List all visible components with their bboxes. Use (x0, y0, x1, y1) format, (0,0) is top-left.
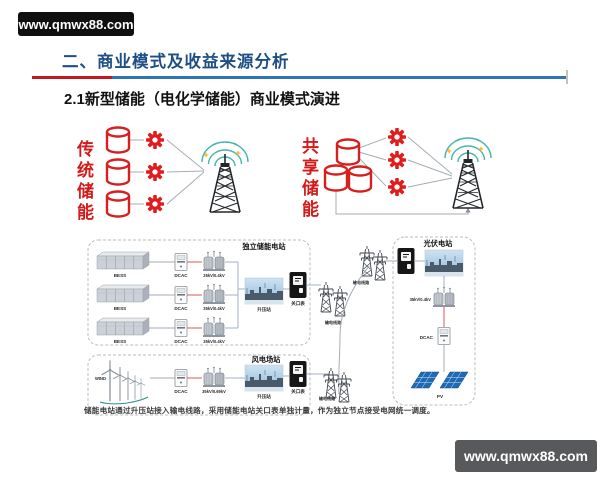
underline-red-segment (32, 76, 112, 79)
dcac-cabinet-icon (174, 369, 188, 387)
wind-station-box (87, 354, 311, 416)
grid-line-label: 输电线路 (325, 319, 342, 325)
pv-array-icon (439, 371, 469, 389)
transmission-tower-icon (372, 249, 388, 281)
meter-label: 关口表 (291, 300, 305, 307)
bess-rack-icon (96, 284, 150, 303)
grid-line-label: 输电线路 (353, 279, 370, 285)
wind-station-title: 风电场站 (252, 355, 282, 364)
transformer-icon (432, 286, 456, 308)
connector-lines (130, 139, 205, 205)
gateway-meter-icon (289, 271, 307, 299)
battery-cylinder-icon (335, 138, 361, 166)
dcac-label: DCAC (174, 339, 188, 344)
pv-station-title: 光伏电站 (423, 239, 454, 248)
bess-label: BESS (114, 339, 127, 344)
bess-rack-icon (96, 317, 150, 336)
dcac-label: DCAC (174, 306, 188, 311)
telecom-tower-icon (209, 153, 241, 213)
bus-lines (225, 261, 321, 329)
dcac-cabinet-icon (174, 319, 188, 337)
diagram-caption: 储能电站通过升压站接入输电线路，采用储能电站关口表单独计量，作为独立节点接受电网… (84, 406, 435, 415)
transformer-label: 35kV/0.4kV (203, 339, 225, 344)
transmission-tower-icon (323, 367, 339, 399)
grid-curve (338, 265, 370, 395)
gateway-meter-icon (289, 360, 307, 388)
dcac-label: DCAC (174, 389, 188, 394)
substation-photo (424, 249, 464, 277)
shared-storage-label: 共享储能 (299, 137, 318, 221)
section-subtitle: 2.1新型储能（电化学储能）商业模式演进 (64, 91, 340, 108)
dcac-cabinet-icon (174, 253, 188, 271)
dcac-label: DCAC (174, 273, 188, 278)
transformer-label: 35kV/0.4kV (203, 273, 225, 278)
grid-line-label: 输电线路 (319, 395, 336, 401)
transformer-icon (202, 366, 226, 388)
pv-label: PV (437, 394, 444, 399)
battery-cylinder-icon (105, 158, 131, 186)
transformer-icon (202, 250, 226, 272)
transformer-icon (202, 283, 226, 305)
battery-cylinder-icon (347, 165, 373, 193)
underline-end-tick (566, 70, 568, 84)
storage-station-title: 独立储能电站 (241, 242, 286, 251)
transformer-label: 35kV/0.4kV (203, 306, 225, 311)
page-title: 二、商业模式及收益来源分析 (62, 53, 290, 71)
dcac-label: DCAC (420, 335, 434, 340)
storage-station-box (87, 239, 311, 346)
meter-label: 关口表 (291, 388, 305, 395)
dcac-inverter-icon (437, 327, 451, 345)
substation-photo (244, 277, 284, 305)
battery-cylinder-icon (105, 190, 131, 218)
wind-turbines-icon (99, 359, 149, 405)
telecom-tower-icon (452, 149, 484, 209)
pv-array-icon (410, 371, 440, 389)
substation-photo (244, 364, 284, 392)
watermark-bottom: www.qmwx88.com (455, 440, 597, 472)
watermark-top-text: www.qmwx88.com (18, 16, 134, 32)
watermark-bottom-text: www.qmwx88.com (464, 448, 588, 464)
battery-cylinder-icon (323, 164, 349, 192)
transmission-tower-icon (318, 281, 334, 313)
dcac-cabinet-icon (174, 286, 188, 304)
transformer-label: 35kV/0.4kV (410, 297, 432, 302)
gear-icon (388, 128, 406, 146)
connector-lines-red (187, 261, 202, 329)
transformer-icon (202, 316, 226, 338)
battery-cylinder-icon (105, 126, 131, 154)
connector-lines (335, 136, 471, 215)
traditional-storage-label: 传统储能 (74, 140, 93, 224)
gear-icon (388, 151, 406, 169)
gear-icon (146, 131, 164, 149)
bess-label: BESS (114, 273, 127, 278)
title-underline (32, 76, 566, 79)
bess-rack-icon (96, 251, 150, 270)
gateway-meter-icon (397, 247, 415, 275)
wind-label: WIND (95, 376, 106, 381)
bess-label: BESS (114, 306, 127, 311)
substation-label: 升压站 (257, 393, 271, 400)
transmission-tower-icon (359, 245, 375, 277)
transmission-tower-icon (332, 285, 348, 317)
watermark-top: www.qmwx88.com (18, 12, 134, 36)
gear-icon (146, 195, 164, 213)
gear-icon (146, 163, 164, 181)
substation-label: 升压站 (257, 306, 271, 313)
shared-storage-diagram (323, 128, 492, 215)
station-diagram: 独立储能电站 BESS BESS BESS DCAC DCAC DCAC 35k… (87, 236, 476, 416)
transformer-label: 35kV/0.69kV (202, 389, 226, 394)
underline-blue-segment (112, 76, 566, 79)
traditional-storage-diagram (105, 126, 249, 218)
gear-icon (388, 178, 406, 196)
